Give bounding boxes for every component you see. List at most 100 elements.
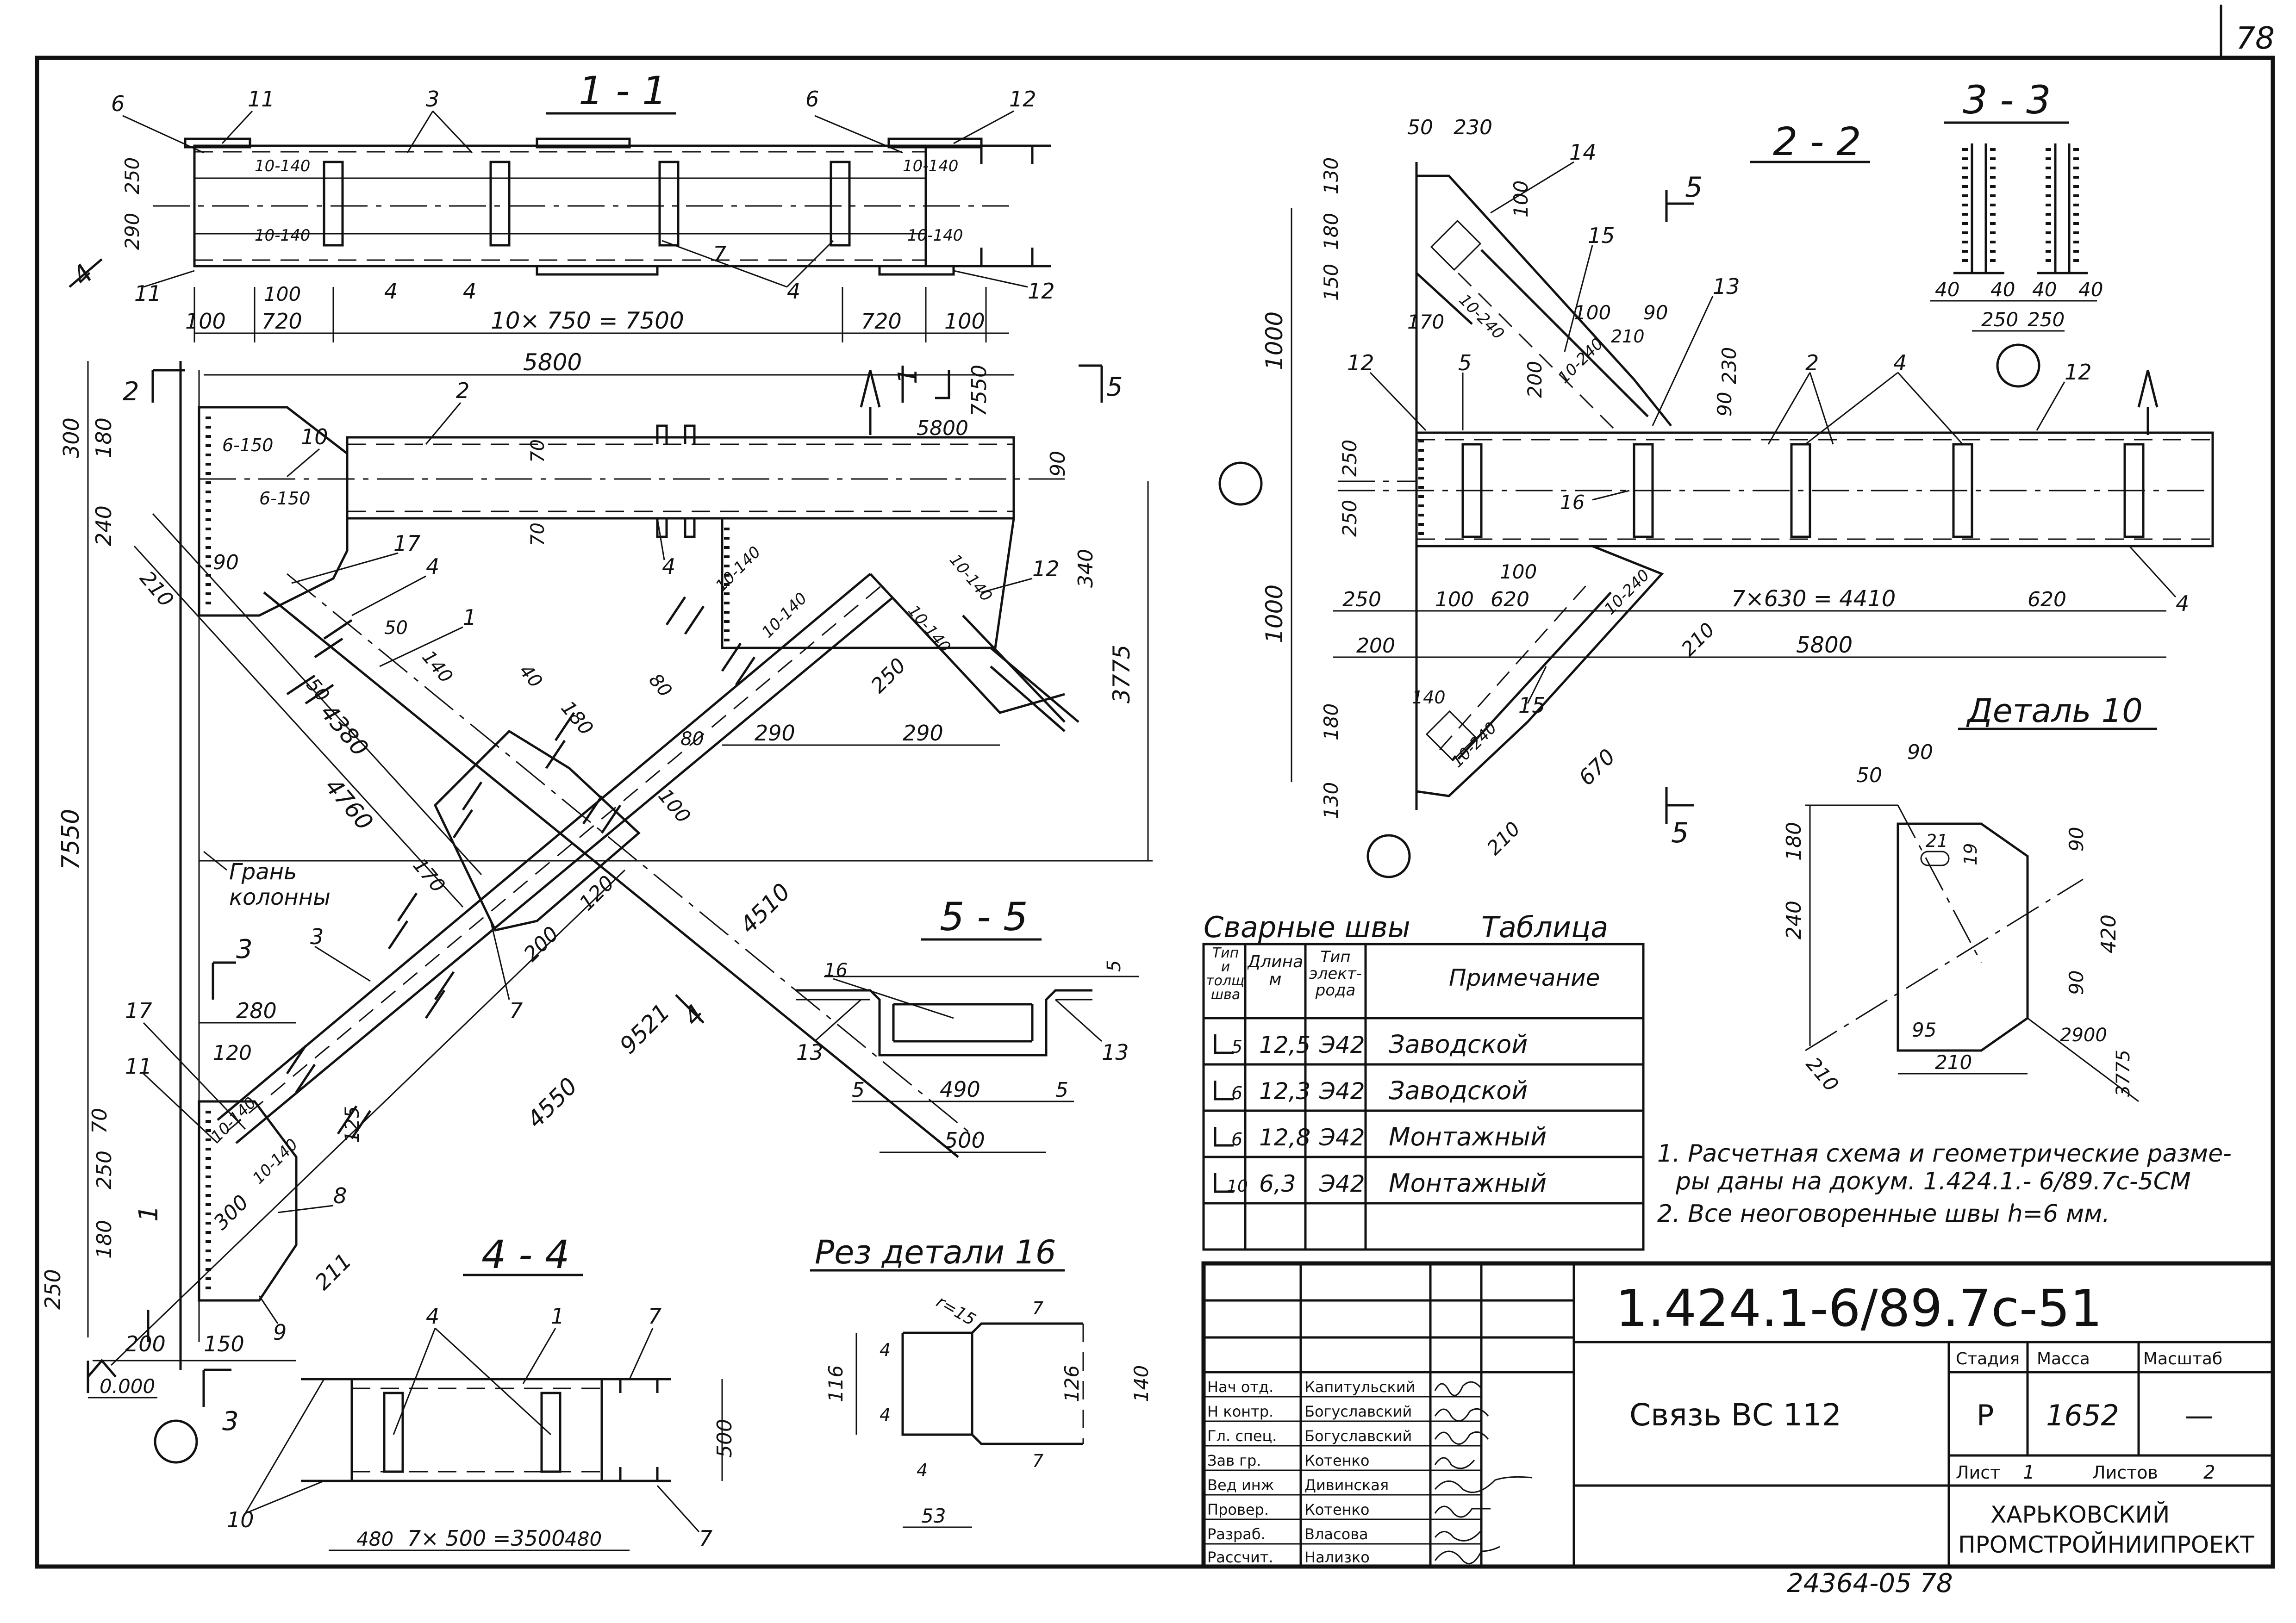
dim-250: 250 [121, 157, 144, 194]
staff-name: Котенко [1304, 1501, 1369, 1518]
stage-value: Р [1977, 1399, 1994, 1432]
main-view: Грань колонны [40, 258, 1153, 1464]
mark-7: 7 [699, 1526, 712, 1551]
cell-electrode: Э42 [1319, 1078, 1365, 1105]
mark-12: 12 [2065, 360, 2092, 385]
staff-role: Рассчит. [1207, 1548, 1273, 1566]
mark-5: 5 [1458, 350, 1472, 375]
sheets-value: 2 [2203, 1462, 2215, 1483]
staff-name: Капитульский [1304, 1378, 1415, 1396]
col-header-electrode: Тип элект- рода [1309, 949, 1362, 1000]
dim-4: 4 [917, 1460, 928, 1480]
cell-type: 10 [1227, 1177, 1248, 1196]
cell-note: Заводской [1389, 1030, 1528, 1059]
dim-200: 200 [1523, 361, 1546, 398]
section-1-1: 1 - 1 100 72 [111, 68, 1055, 342]
mark-15: 15 [1588, 223, 1615, 248]
staff-role: Вед инж [1207, 1476, 1274, 1494]
dim-180: 180 [93, 1220, 116, 1259]
mark-16: 16 [824, 960, 848, 981]
note-10-240: 10-240 [1448, 719, 1500, 771]
dim-50: 50 [1856, 764, 1882, 787]
dim-250: 250 [1338, 500, 1361, 537]
section-5-5-title: 5 - 5 [940, 894, 1028, 939]
dim-40: 40 [515, 660, 546, 692]
dim-200: 200 [1356, 634, 1395, 658]
staff-row: Н контр. Богуславский [1207, 1403, 1412, 1420]
note-line: 1. Расчетная схема и геометрические разм… [1657, 1140, 2232, 1168]
dim-250: 250 [93, 1150, 116, 1189]
dim-5: 5 [1055, 1078, 1068, 1102]
staff-role: Гл. спец. [1207, 1427, 1277, 1445]
dim-211: 211 [310, 1249, 356, 1295]
cell-note: Монтажный [1389, 1122, 1547, 1151]
cell-electrode: Э42 [1319, 1032, 1365, 1058]
dim-480: 480 [356, 1528, 393, 1550]
dim-280: 280 [236, 998, 277, 1023]
dim-240: 240 [1782, 901, 1806, 939]
mark-12: 12 [1028, 279, 1055, 304]
dim-210: 210 [135, 566, 178, 611]
dim-90-right: 90 [1046, 451, 1070, 477]
dim-180: 180 [91, 417, 116, 458]
dim-40: 40 [2078, 278, 2103, 301]
col-header-length: Длина, м [1248, 953, 1303, 989]
staff-row: Нач отд. Капитульский [1207, 1378, 1415, 1396]
dim-200: 200 [125, 1331, 166, 1356]
welds-table-caption: Сварные швы [1204, 910, 1410, 944]
cell-type: 6 [1231, 1129, 1242, 1150]
dim-40: 40 [2032, 278, 2057, 301]
section-5-5: 5 - 5 5 5 490 5 500 16 13 13 [796, 894, 1139, 1153]
dim-100-mid: 100 [264, 283, 301, 305]
section-1-1-title: 1 - 1 [579, 68, 667, 113]
staff-role: Зав гр. [1207, 1452, 1261, 1469]
mark-14: 14 [1569, 140, 1597, 165]
section-cut-mark: 5 [1685, 171, 1703, 204]
dim-80: 80 [644, 670, 676, 702]
dim-140: 140 [418, 647, 456, 687]
section-cut-mark: 4 [678, 999, 711, 1032]
mark-12: 12 [1347, 350, 1374, 375]
dim-5800-small: 5800 [917, 417, 968, 440]
dim-5800: 5800 [523, 349, 582, 376]
dim-300: 300 [59, 417, 84, 458]
cell-note: Заводской [1389, 1076, 1528, 1105]
sheet-value: 1 [2023, 1462, 2034, 1483]
mark-7: 7 [713, 242, 726, 267]
staff-role: Нач отд. [1207, 1378, 1273, 1396]
dim-3775: 3775 [1108, 645, 1135, 703]
mark-1: 1 [551, 1304, 564, 1329]
dim-290: 290 [121, 213, 144, 250]
dim-290: 290 [755, 721, 795, 746]
mark-4: 4 [426, 554, 439, 579]
dim-1000: 1000 [1261, 585, 1288, 643]
section-cut-mark: 3 [236, 934, 253, 964]
dim-90: 90 [1713, 392, 1736, 417]
dim-126: 126 [1061, 1365, 1083, 1402]
dim-80: 80 [680, 728, 704, 750]
cell-length: 12,3 [1259, 1078, 1310, 1105]
dim-500: 500 [944, 1128, 985, 1153]
mark-11: 11 [134, 281, 162, 306]
dim-250: 250 [1981, 308, 2018, 331]
sheet-label: Лист [1956, 1462, 2000, 1483]
dim-200: 200 [519, 922, 563, 966]
dim-130: 130 [1320, 157, 1342, 194]
dim-40: 40 [1990, 278, 2015, 301]
dim-620: 620 [1491, 588, 1529, 611]
staff-role: Разраб. [1207, 1525, 1266, 1543]
mark-8: 8 [333, 1183, 347, 1208]
cell-length: 12,5 [1259, 1032, 1310, 1058]
org-name: ХАРЬКОВСКИЙ [1990, 1501, 2170, 1528]
section-3-3: 3 - 3 40 40 40 40 250 250 [1930, 77, 2103, 388]
dim-4380: 4380 [315, 699, 374, 761]
mark-12: 12 [1009, 87, 1036, 112]
dim-480: 480 [565, 1528, 602, 1550]
mark-12: 12 [1032, 556, 1060, 581]
dim-720: 720 [262, 309, 302, 334]
note-10-140: 10-140 [249, 1135, 301, 1188]
staff-row: Рассчит. Нализко [1207, 1548, 1370, 1566]
mark-16: 16 [1560, 491, 1585, 514]
dim-250: 250 [2028, 308, 2065, 331]
